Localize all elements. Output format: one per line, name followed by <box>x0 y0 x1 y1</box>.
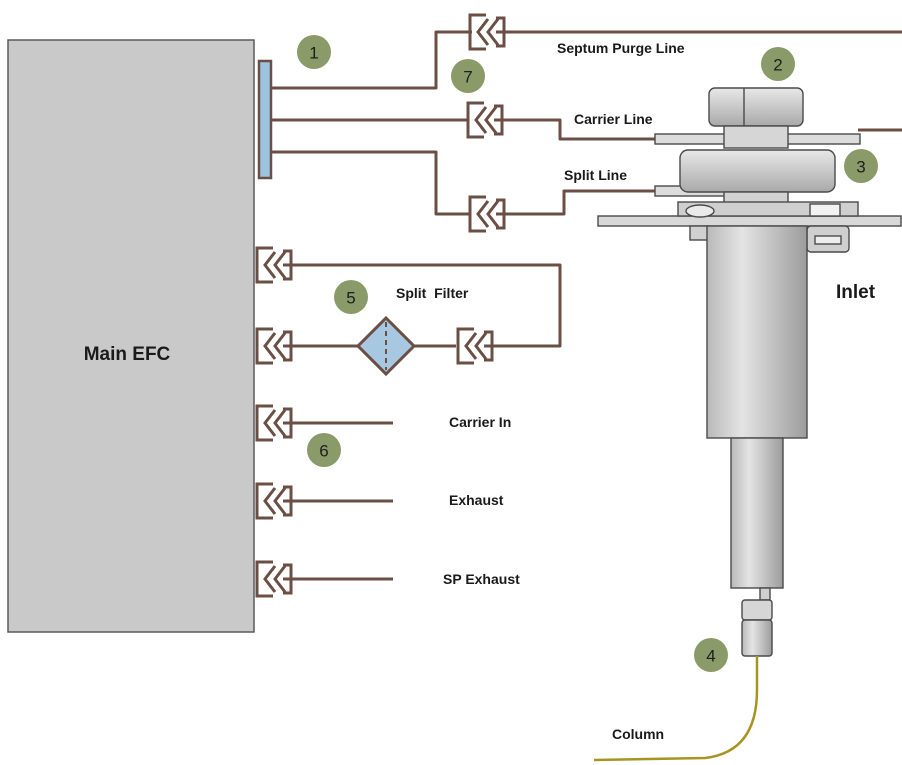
split-filter-loop-pipe <box>297 263 562 348</box>
column-label: Column <box>612 726 664 742</box>
filter-loop-fitting <box>456 327 506 365</box>
carrier-line-label: Carrier Line <box>574 111 653 127</box>
inlet-assembly <box>593 87 902 762</box>
badge-2-number: 2 <box>773 56 782 75</box>
main-efc-label: Main EFC <box>84 344 171 365</box>
filter-efc-fitting <box>255 327 305 365</box>
badge-5: 5 <box>334 280 368 314</box>
carrier-pipe-right <box>506 118 710 141</box>
main-efc-block <box>7 39 255 633</box>
split-fitting <box>468 195 518 233</box>
badge-3: 3 <box>844 149 878 183</box>
carrier-in-label: Carrier In <box>449 414 511 430</box>
split-pipe-right <box>508 189 680 216</box>
badge-7-number: 7 <box>463 68 472 87</box>
sp-exhaust-label: SP Exhaust <box>443 571 520 587</box>
split-pipe-left <box>271 150 470 216</box>
badge-7: 7 <box>451 59 485 93</box>
septum-purge-line-label: Septum Purge Line <box>557 40 685 56</box>
carrier-in-fitting <box>255 404 305 442</box>
badge-1: 1 <box>297 35 331 69</box>
split-loop-fitting <box>255 246 305 284</box>
badge-5-number: 5 <box>346 289 355 308</box>
badge-4-number: 4 <box>706 647 715 666</box>
badge-2: 2 <box>761 47 795 81</box>
badge-6-number: 6 <box>319 442 328 461</box>
pipes <box>271 30 902 581</box>
sp-exhaust-fitting <box>255 560 305 598</box>
septum-purge-fitting <box>468 13 518 51</box>
split-filter <box>355 315 417 377</box>
split-filter-label: Split Filter <box>396 285 469 301</box>
split-line-label: Split Line <box>564 167 627 183</box>
badge-4: 4 <box>694 638 728 672</box>
septum-purge-pipe-left <box>271 30 472 90</box>
badge-3-number: 3 <box>856 158 865 177</box>
column-tube <box>593 656 759 762</box>
badge-6: 6 <box>307 433 341 467</box>
exhaust-fitting <box>255 482 305 520</box>
inlet-label: Inlet <box>836 282 876 303</box>
carrier-fitting <box>466 101 516 139</box>
badge-1-number: 1 <box>309 44 318 63</box>
exhaust-label: Exhaust <box>449 492 504 508</box>
manifold <box>257 59 273 180</box>
